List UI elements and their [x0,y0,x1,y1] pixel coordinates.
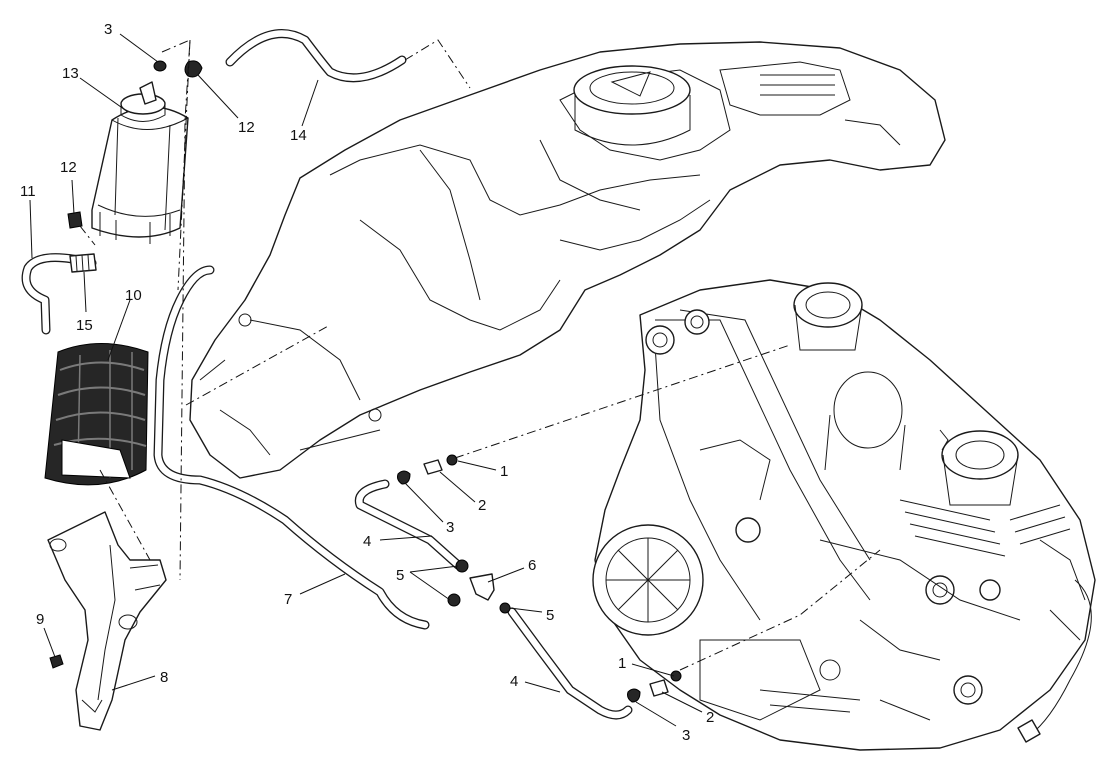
callout-15: 15 [76,317,93,334]
callout-12: 12 [238,119,255,136]
fuel-tank [189,41,946,479]
callout-6: 6 [528,557,536,574]
callout-labels: 3 13 12 14 12 11 15 10 9 8 7 1 2 3 4 5 6… [20,21,714,744]
assembly-centerlines [79,39,881,671]
callout-11: 11 [20,183,36,200]
callout-14: 14 [290,127,307,144]
callout-3: 3 [104,21,112,38]
leader-lines [29,33,703,727]
fitting-parts [397,454,682,703]
callout-10: 10 [125,287,142,304]
evap-canister [91,81,189,244]
callout-4: 4 [510,673,518,690]
callout-13: 13 [62,65,79,82]
screw-9 [49,654,64,669]
engine-block [592,279,1096,751]
vent-cap [153,60,167,72]
fitting-15 [69,253,97,273]
callout-9: 9 [36,611,44,628]
callout-7: 7 [284,591,292,608]
callout-8: 8 [160,669,168,686]
hose-4-upper [354,479,463,570]
clamp-12-lower [67,211,83,229]
canister-rubber-mount [44,343,149,486]
callout-12: 12 [60,159,77,176]
callout-3: 3 [682,727,690,744]
callout-2: 2 [706,709,714,726]
callout-5: 5 [546,607,554,624]
callout-1: 1 [618,655,626,672]
hose-14 [225,29,407,83]
mounting-bracket [47,511,167,731]
callout-2: 2 [478,497,486,514]
callout-5: 5 [396,567,404,584]
callout-4: 4 [363,533,371,550]
callout-3: 3 [446,519,454,536]
hose-11 [21,253,97,335]
hose-4-lower [507,607,633,720]
callout-1: 1 [500,463,508,480]
hose-7 [153,265,430,630]
